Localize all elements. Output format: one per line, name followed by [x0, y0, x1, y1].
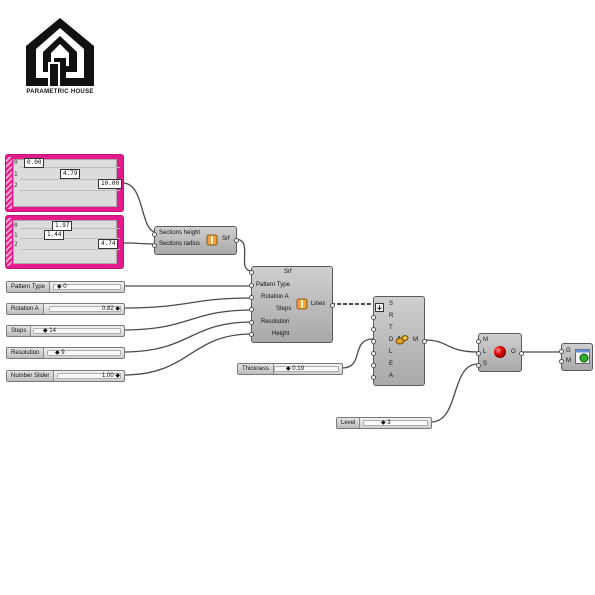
slider-value: 0.82 ◆ [102, 306, 120, 312]
input-label: L [483, 349, 487, 355]
input-label: R [389, 313, 394, 319]
number-slider[interactable]: Number Slider 1.00 ◆ [6, 370, 125, 382]
steps-slider[interactable]: Steps ◆ 14 [6, 325, 125, 337]
package-icon [206, 233, 218, 251]
wire [123, 321, 253, 353]
wire [123, 333, 253, 376]
slider-value: ◆ 3 [381, 420, 391, 426]
wire [430, 363, 479, 423]
brand-name: PARAMETRIC HOUSE [26, 89, 94, 95]
pattern-component[interactable]: Srf Pattern Type Rotation A Steps Resolu… [249, 266, 335, 343]
mapper-index: 2 [14, 241, 18, 248]
house-logo-icon [26, 18, 94, 86]
rotation-a-slider[interactable]: Rotation A 0.82 ◆ [6, 303, 125, 315]
output-label: M [413, 337, 418, 343]
input-label: G [566, 348, 571, 354]
mapper-value[interactable]: 1.44 [44, 230, 65, 240]
pipe-component[interactable]: S R T D L E A M [371, 296, 427, 386]
slider-label: Rotation A [7, 304, 44, 314]
wire [122, 182, 157, 233]
sphere-icon [493, 345, 507, 364]
mapper-value[interactable]: 0.00 [24, 158, 45, 168]
input-label: Height [272, 331, 290, 337]
input-label: E [389, 361, 394, 367]
resolution-slider[interactable]: Resolution ◆ 9 [6, 347, 125, 359]
input-label: M [566, 358, 571, 364]
wire [123, 309, 253, 331]
wire [341, 338, 374, 369]
slider-value: ◆ 9 [55, 350, 65, 356]
wire [123, 297, 253, 309]
mapper-index: 0 [14, 222, 18, 229]
output-label: Srf [222, 236, 230, 242]
slider-label: Thickness [238, 364, 275, 374]
slider-label: Steps [7, 326, 32, 336]
brand-logo: PARAMETRIC HOUSE [14, 16, 106, 100]
pipe-icon [395, 333, 409, 351]
graph-mapper-2[interactable]: 0 1 2 1.97 1.44 4.74 [6, 216, 123, 268]
sections-component[interactable]: Sections height Sections radius Srf [152, 226, 239, 255]
wire [122, 242, 157, 245]
mapper-index: 0 [14, 159, 18, 166]
input-label: Resolution [261, 319, 290, 325]
input-label: M [483, 337, 488, 343]
thickness-slider[interactable]: Thickness ◆ 0.19 [237, 363, 343, 375]
input-label: Pattern Type [256, 282, 290, 288]
input-label: D [389, 337, 394, 343]
package-icon [296, 297, 308, 315]
mapper-index: 2 [14, 182, 18, 189]
slider-label: Number Slider [7, 371, 55, 381]
slider-label: Resolution [7, 348, 45, 358]
slider-value: ◆ 14 [43, 328, 56, 334]
mapper-index: 1 [14, 232, 18, 239]
mapper-value[interactable]: 4.74 [98, 239, 119, 249]
input-label: Rotation A [261, 294, 289, 300]
input-label: S [483, 361, 488, 367]
list-icon [375, 299, 384, 317]
wire [423, 339, 479, 353]
preview-component[interactable]: G M [559, 343, 593, 371]
slider-label: Level [337, 418, 361, 428]
output-label: O [511, 349, 516, 355]
input-label: A [389, 373, 394, 379]
mapper-value[interactable]: 10.00 [98, 179, 123, 189]
mapper-value[interactable]: 4.79 [60, 169, 81, 179]
input-label: Sections radius [159, 241, 201, 247]
pattern-type-slider[interactable]: Pattern Type ◆ 0 [6, 281, 125, 293]
input-label: Steps [276, 306, 292, 312]
input-label: T [389, 325, 393, 331]
slider-value: ◆ 0 [57, 284, 67, 290]
output-label: Lines [311, 301, 326, 307]
level-slider[interactable]: Level ◆ 3 [336, 417, 432, 429]
preview-icon [575, 349, 590, 369]
input-label: Srf [284, 269, 292, 275]
input-label: L [389, 349, 393, 355]
smooth-component[interactable]: M L S O [476, 333, 524, 372]
slider-value: ◆ 0.19 [286, 366, 304, 372]
input-label: Sections height [159, 230, 201, 236]
mapper-index: 1 [14, 171, 18, 178]
slider-value: 1.00 ◆ [102, 373, 120, 379]
graph-mapper-1[interactable]: 0 1 2 0.00 4.79 10.00 [6, 155, 123, 211]
slider-label: Pattern Type [7, 282, 50, 292]
input-label: S [389, 301, 394, 307]
wire [234, 238, 253, 272]
